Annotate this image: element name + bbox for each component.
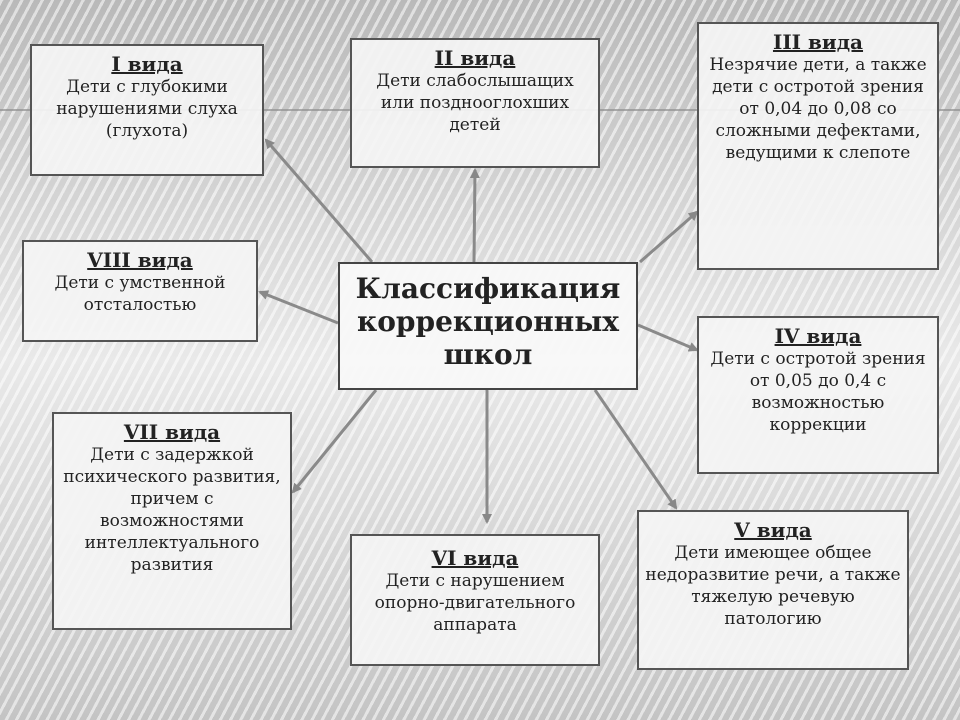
box-type-iii-title: III вида <box>772 30 864 54</box>
box-type-v-desc: Дети имеющее общее недоразвитие речи, а … <box>645 543 901 630</box>
box-type-iv-desc: Дети с остротой зрения от 0,05 до 0,4 с … <box>710 349 926 436</box>
box-type-v-title: V вида <box>734 518 812 542</box>
box-type-viii-title: VIII вида <box>87 248 193 272</box>
box-type-vi-desc: Дети с нарушением опорно-двигательного а… <box>374 571 576 636</box>
box-type-viii: VIII вида Дети с умственной отсталостью <box>22 240 258 342</box>
box-type-vi-title: VI вида <box>431 546 519 570</box>
box-type-i-title: I вида <box>111 52 183 76</box>
box-type-vii-desc: Дети с задержкой психического развития, … <box>63 445 281 576</box>
box-type-iv-title: IV вида <box>774 324 862 348</box>
box-type-ii: II вида Дети слабослышащих или поздноогл… <box>350 38 600 168</box>
box-type-ii-title: II вида <box>434 46 516 70</box>
arrow-to-iv <box>637 323 699 352</box>
classification-title-box: Классификация коррекционных школ <box>338 262 638 390</box>
box-type-ii-desc: Дети слабослышащих или позднооглохших де… <box>376 71 574 136</box>
box-type-iv: IV вида Дети с остротой зрения от 0,05 д… <box>697 316 939 474</box>
arrow-to-i <box>264 138 374 263</box>
box-type-i: I вида Дети с глубокими нарушениями слух… <box>30 44 264 176</box>
box-type-vii: VII вида Дети с задержкой психического р… <box>52 412 292 630</box>
arrow-to-v <box>593 389 678 510</box>
box-type-vii-title: VII вида <box>123 420 221 444</box>
arrow-to-vii <box>291 389 378 494</box>
arrow-to-viii <box>258 290 339 325</box>
box-type-vi: VI вида Дети с нарушением опорно-двигате… <box>350 534 600 666</box>
box-type-v: V вида Дети имеющее общее недоразвитие р… <box>637 510 909 670</box>
arrow-to-ii <box>469 168 480 263</box>
classification-title: Классификация коррекционных школ <box>355 272 621 372</box>
box-type-iii: III вида Незрячие дети, а также дети с о… <box>697 22 939 270</box>
arrow-to-iii <box>639 210 699 264</box>
box-type-iii-desc: Незрячие дети, а также дети с остротой з… <box>709 55 927 164</box>
box-type-i-desc: Дети с глубокими нарушениями слуха (глух… <box>56 77 238 142</box>
box-type-viii-desc: Дети с умственной отсталостью <box>54 273 226 316</box>
